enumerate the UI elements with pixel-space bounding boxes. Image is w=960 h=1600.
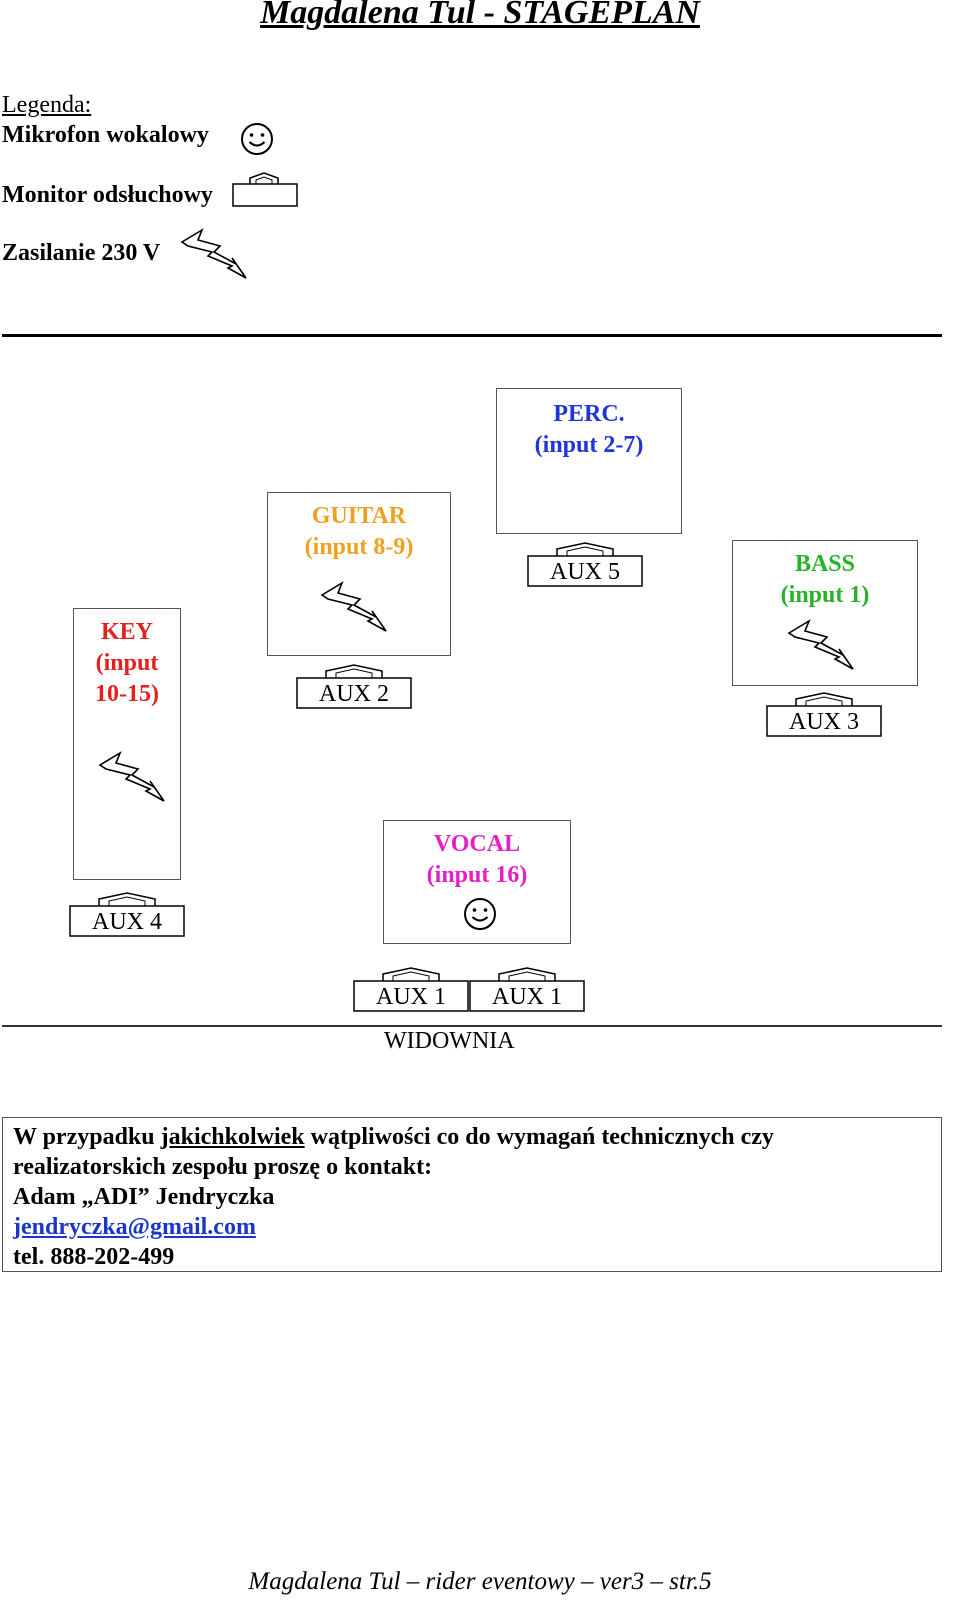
bass-riser: BASS (input 1) (732, 540, 918, 686)
vocal-input: (input 16) (426, 862, 528, 888)
guitar-riser: GUITAR (input 8-9) (267, 492, 451, 656)
vocal-name: VOCAL (433, 831, 521, 857)
smiley-icon (464, 898, 496, 930)
page-footer: Magdalena Tul – rider eventowy – ver3 – … (248, 1568, 712, 1595)
contact-line1-end: wątpliwości co do wymagań technicznych c… (304, 1124, 774, 1150)
legend-heading: Legenda: (2, 92, 92, 118)
audience-label: WIDOWNIA (384, 1028, 515, 1054)
bass-input: (input 1) (780, 582, 870, 608)
perc-input: (input 2-7) (534, 432, 644, 458)
vocal-position: VOCAL (input 16) (383, 820, 571, 944)
lightning-icon (98, 751, 165, 802)
monitor-aux1-left-label: AUX 1 (376, 984, 446, 1010)
legend-power-label: Zasilanie 230 V (2, 240, 161, 266)
contact-line2: realizatorskich zespołu proszę o kontakt… (13, 1154, 433, 1180)
guitar-name: GUITAR (311, 503, 407, 529)
monitor-aux1-right-label: AUX 1 (492, 984, 562, 1010)
contact-line1-underlined: jakichkolwiek (160, 1124, 305, 1150)
monitor-aux2-label: AUX 2 (319, 681, 389, 707)
monitor-aux2: AUX 2 (296, 664, 412, 710)
perc-name: PERC. (553, 401, 625, 427)
monitor-wedge-icon (232, 172, 298, 207)
monitor-aux4-label: AUX 4 (92, 909, 162, 935)
contact-line1: W przypadku jakichkolwiek wątpliwości co… (13, 1122, 931, 1152)
legend-monitor-label: Monitor odsłuchowy (2, 182, 213, 208)
smiley-icon (241, 123, 273, 155)
stage-top-divider (2, 334, 942, 337)
lightning-icon (787, 619, 854, 670)
monitor-aux1-left: AUX 1 (353, 967, 469, 1013)
monitor-aux1-right: AUX 1 (469, 967, 585, 1013)
key-riser: KEY (input 10-15) (73, 608, 181, 880)
stage-edge-line (2, 1025, 942, 1027)
monitor-aux3: AUX 3 (766, 692, 882, 738)
monitor-aux5: AUX 5 (527, 542, 643, 588)
legend-vocal-mic-label: Mikrofon wokalowy (2, 122, 209, 148)
key-input-line2: 10-15) (95, 681, 159, 707)
monitor-aux5-label: AUX 5 (550, 559, 620, 585)
perc-label: PERC. (input 2-7) (497, 389, 681, 461)
monitor-aux4: AUX 4 (69, 892, 185, 938)
contact-email-link[interactable]: jendryczka@gmail.com (13, 1214, 256, 1240)
key-name: KEY (100, 619, 153, 645)
lightning-icon (320, 581, 387, 632)
lightning-icon (180, 228, 247, 279)
perc-riser: PERC. (input 2-7) (496, 388, 682, 534)
bass-name: BASS (794, 551, 856, 577)
contact-box: W przypadku jakichkolwiek wątpliwości co… (2, 1117, 942, 1272)
monitor-aux3-label: AUX 3 (789, 709, 859, 735)
contact-name: Adam „ADI” Jendryczka (13, 1184, 275, 1210)
contact-phone: tel. 888-202-499 (13, 1244, 175, 1270)
guitar-input: (input 8-9) (304, 534, 414, 560)
key-input-line1: (input (95, 650, 159, 676)
page-title: Magdalena Tul - STAGEPLAN (260, 0, 700, 31)
contact-line1-start: W przypadku (13, 1124, 161, 1150)
